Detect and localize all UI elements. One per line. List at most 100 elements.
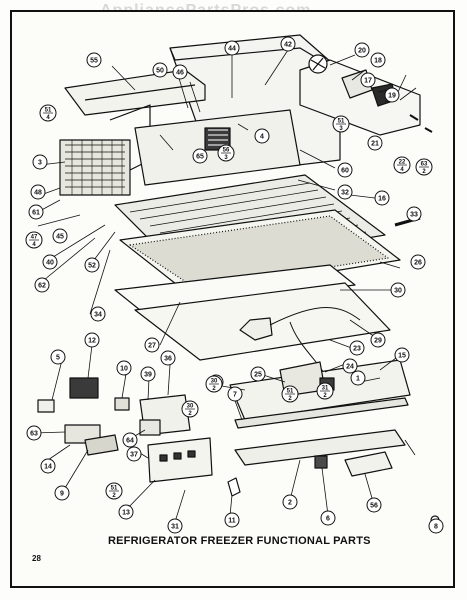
callout-label: 34 [94,312,102,319]
callout-label: 3 [38,160,42,167]
callout-label: 39 [144,372,152,379]
callout-label: 2 [288,500,292,507]
fraction-callout: 224 [393,156,411,174]
callout-label: 52 [88,263,96,270]
fraction-callout: 512 [105,482,123,500]
callout-15: 15 [394,347,410,363]
callout-18: 18 [370,52,386,68]
callout-label: 33 [410,212,418,219]
callout-46: 46 [172,64,188,80]
light-socket [139,419,161,436]
callout-label: 21 [371,141,379,148]
callout-label: 60 [341,168,349,175]
callout-40: 40 [42,254,58,270]
fraction-numerator: 51 [45,108,52,114]
fraction-denominator: 4 [400,167,404,173]
fraction-callout: 512 [281,385,299,403]
trim-strip [234,397,409,429]
callout-56: 56 [366,497,382,513]
callout-14: 14 [40,458,56,474]
callout-63: 63 [26,425,42,441]
callout-label: 42 [284,42,292,49]
fraction-denominator: 2 [422,169,426,175]
callout-label: 5 [56,355,60,362]
fan-bracket [299,59,421,136]
fraction-numerator: 30 [211,379,218,385]
callout-16: 16 [374,190,390,206]
callout-25: 25 [250,366,266,382]
callout-label: 55 [90,58,98,65]
fraction-denominator: 2 [112,493,116,499]
callout-44: 44 [224,40,240,56]
callout-23: 23 [349,340,365,356]
callout-36: 36 [160,350,176,366]
callout-10: 10 [116,360,132,376]
relay-box [69,377,99,399]
callout-label: 31 [171,524,179,531]
callout-label: 25 [254,372,262,379]
callout-label: 24 [346,364,354,371]
callout-label: 27 [148,343,156,350]
callout-label: 63 [30,431,38,438]
callout-19: 19 [384,87,400,103]
callout-21: 21 [367,135,383,151]
callout-42: 42 [280,36,296,52]
callout-label: 65 [196,154,204,161]
callout-1: 1 [350,370,366,386]
callout-label: 15 [398,353,406,360]
callout-label: 26 [414,260,422,267]
light-bulb [314,455,328,469]
callout-label: 4 [260,134,264,141]
callout-label: 29 [374,338,382,345]
fraction-numerator: 31 [322,386,329,392]
fraction-numerator: 63 [421,162,428,168]
fraction-denominator: 2 [188,411,192,417]
fraction-callout: 514 [39,104,57,122]
fraction-numerator: 51 [287,389,294,395]
fraction-callout: 474 [25,231,43,249]
callout-label: 37 [130,452,138,459]
callout-29: 29 [370,332,386,348]
fraction-numerator: 56 [223,148,230,154]
callout-label: 46 [176,70,184,77]
small-plate [37,399,55,413]
fraction-numerator: 47 [31,235,38,241]
callout-label: 6 [326,516,330,523]
insulation-pad [114,264,356,311]
callout-8: 8 [428,518,444,534]
switch [114,397,130,411]
callout-64: 64 [122,432,138,448]
callout-label: 44 [228,46,236,53]
callout-11: 11 [224,512,240,528]
callout-3: 3 [32,154,48,170]
callout-50: 50 [152,62,168,78]
callout-label: 23 [353,346,361,353]
page-number: 28 [32,554,41,563]
fraction-denominator: 4 [32,242,36,248]
callout-33: 33 [406,206,422,222]
callout-24: 24 [342,358,358,374]
callout-52: 52 [84,257,100,273]
callout-5: 5 [50,349,66,365]
callout-label: 13 [122,510,130,517]
fraction-callout: 632 [415,158,433,176]
terminal-block [84,434,119,456]
evaporator-coil [59,104,151,196]
callout-label: 45 [56,234,64,241]
callout-7: 7 [227,386,243,402]
callout-20: 20 [354,42,370,58]
callout-60: 60 [337,162,353,178]
callout-13: 13 [118,504,134,520]
callout-label: 12 [88,338,96,345]
fraction-numerator: 51 [111,486,118,492]
fraction-callout: 513 [332,115,350,133]
fraction-denominator: 4 [46,115,50,121]
callout-12: 12 [84,332,100,348]
callout-2: 2 [282,494,298,510]
callout-label: 10 [120,366,128,373]
callout-label: 11 [228,518,236,525]
fraction-callout: 302 [181,400,199,418]
